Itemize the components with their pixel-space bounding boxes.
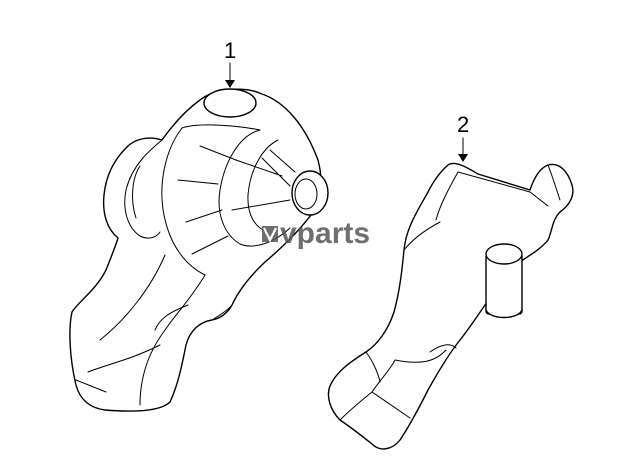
part-2-lower-flange	[339, 344, 457, 421]
part-2-bracket	[327, 162, 574, 450]
part-1-cone-ring-inner	[247, 139, 279, 233]
part-1-mount	[69, 88, 329, 412]
part-2-post-top	[485, 243, 523, 265]
part-1-left-lobe	[124, 139, 163, 239]
callout-1: 1	[224, 38, 236, 88]
part-1-top-boss	[203, 88, 257, 118]
part-2-top-ridge	[435, 164, 561, 221]
watermark-text: vparts	[280, 217, 370, 250]
callout-1-label: 1	[224, 38, 236, 63]
callout-2-label: 2	[457, 112, 469, 137]
part-1-outline	[69, 88, 322, 412]
callout-1-arrowhead	[225, 80, 235, 88]
part-1-cone-ring-outer	[161, 127, 206, 276]
callout-2: 2	[457, 112, 469, 162]
callout-2-arrowhead	[458, 154, 468, 162]
part-2-outline	[327, 162, 574, 450]
watermark: vparts	[262, 217, 370, 250]
lv-logo-icon	[262, 226, 278, 243]
part-1-arm-lines	[75, 254, 206, 406]
part-1-cone-ring-mid	[218, 129, 291, 247]
part-1-ribs	[177, 145, 296, 255]
part-1-front-cylinder	[291, 170, 329, 216]
